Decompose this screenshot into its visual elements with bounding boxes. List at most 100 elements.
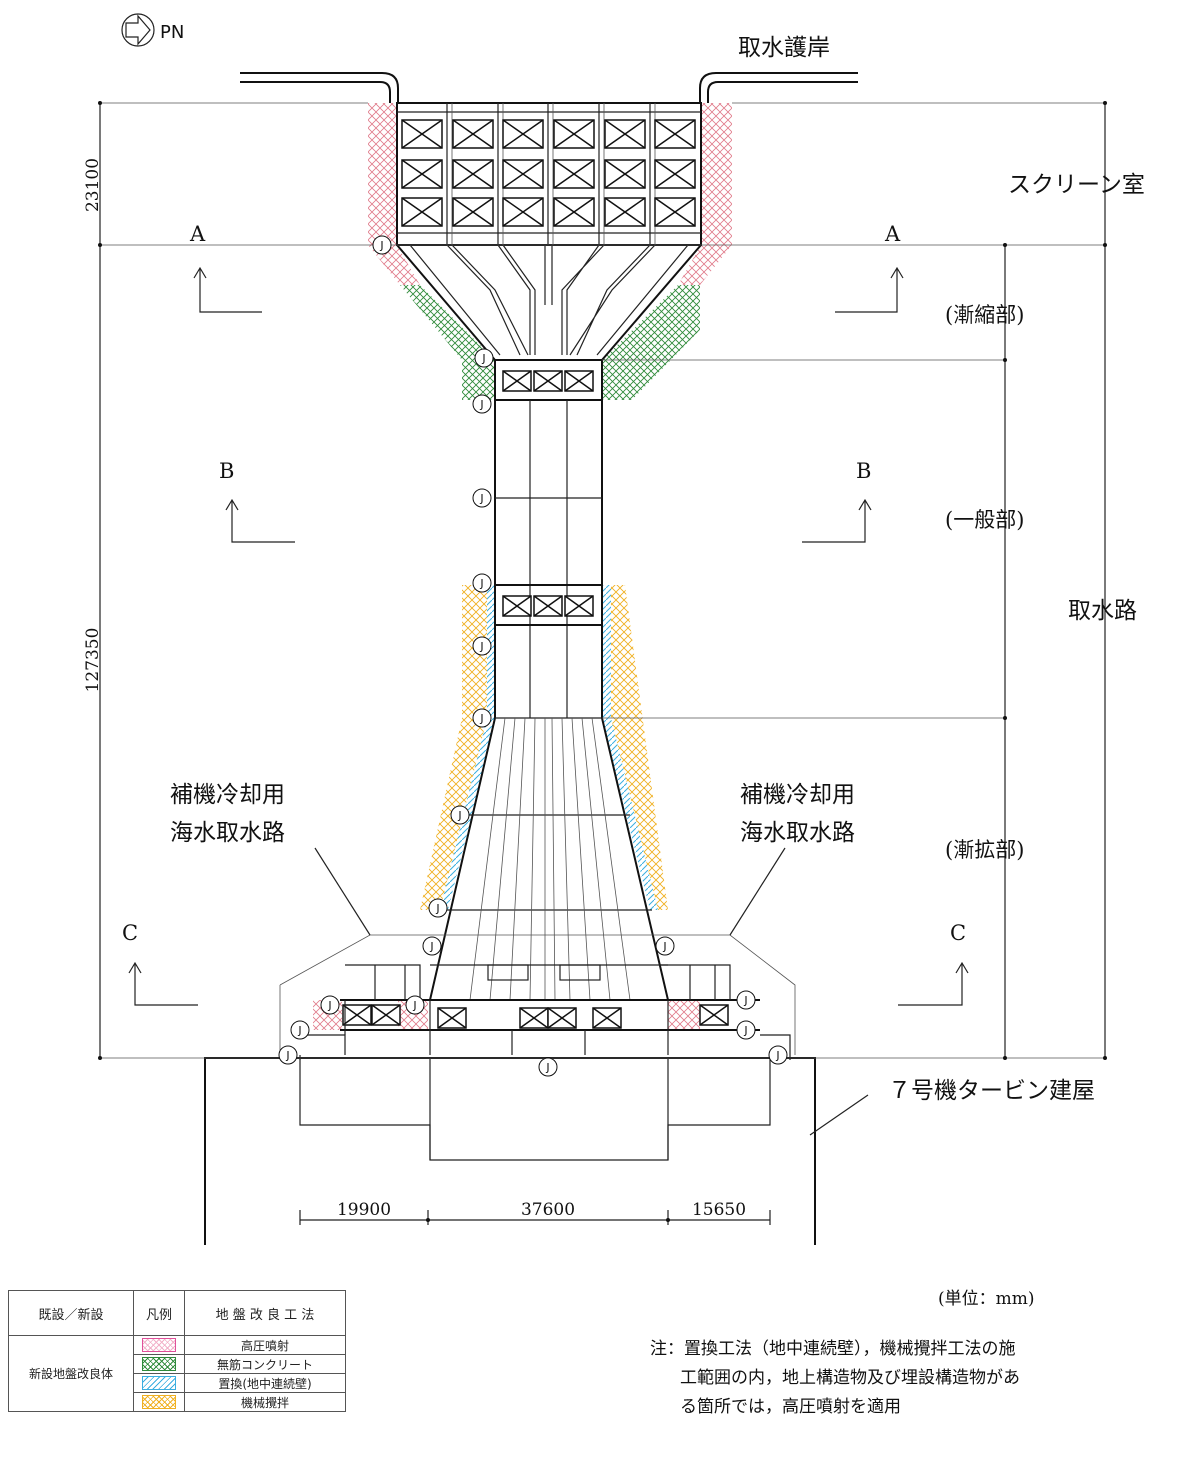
aux-right-line2: 海水取水路 <box>740 820 855 846</box>
aux-left-leader <box>314 847 371 936</box>
screen-cell <box>452 119 494 149</box>
legend-method: 置換(地中連続壁) <box>184 1373 346 1393</box>
legend-group: 新設地盤改良体 <box>8 1335 134 1412</box>
joint-marker: J <box>278 1045 298 1065</box>
screen-cell <box>502 159 544 189</box>
north-arrow-icon <box>121 13 155 47</box>
general-label: (一般部) <box>945 508 1024 532</box>
joint-marker: J <box>736 1020 756 1040</box>
section-b-left: B <box>219 459 295 543</box>
legend-swatch <box>133 1392 185 1412</box>
joint-marker: J <box>474 348 494 368</box>
screen-cell <box>401 197 443 227</box>
dim-screen-length: 23100 <box>83 158 103 212</box>
joint-marker: J <box>422 936 442 956</box>
joint-marker: J <box>768 1045 788 1065</box>
section-b-right: B <box>802 459 872 543</box>
screen-cell <box>654 159 696 189</box>
note-line1: 置換工法（地中連続壁），機械攪拌工法の施 <box>684 1339 1016 1359</box>
svg-text:J: J <box>479 492 483 505</box>
screen-cell <box>553 159 595 189</box>
section-c-right: C <box>898 921 969 1006</box>
legend-header-existing: 既設／新設 <box>8 1290 134 1336</box>
svg-text:C: C <box>122 921 138 945</box>
svg-text:A: A <box>884 222 901 246</box>
svg-text:J: J <box>775 1049 779 1062</box>
joint-marker: J <box>472 636 492 656</box>
svg-text:J: J <box>662 940 666 953</box>
joint-marker: J <box>655 936 675 956</box>
svg-text:J: J <box>743 994 747 1007</box>
note-prefix: 注： <box>650 1339 684 1359</box>
svg-text:J: J <box>479 640 483 653</box>
svg-text:J: J <box>481 352 485 365</box>
aux-left-line1: 補機冷却用 <box>170 782 285 808</box>
expanded-label: (漸拡部) <box>945 838 1024 862</box>
svg-text:J: J <box>412 999 416 1012</box>
svg-text:J: J <box>429 940 433 953</box>
ground-improvement-high-pressure <box>313 103 732 1030</box>
ground-improvement-diaphragm-wall <box>440 585 658 910</box>
pump-structure <box>279 934 796 1060</box>
screen-cell <box>553 119 595 149</box>
screen-cell <box>502 197 544 227</box>
svg-text:J: J <box>297 1024 301 1037</box>
unit-label: (単位：mm) <box>938 1289 1035 1309</box>
joint-marker: J <box>372 235 392 255</box>
svg-text:A: A <box>189 222 206 246</box>
screen-cell <box>654 119 696 149</box>
joint-marker: J <box>472 488 492 508</box>
dim-width-right: 15650 <box>692 1200 746 1220</box>
expanded-section <box>429 717 669 1001</box>
dim-channel-length: 127350 <box>83 628 103 693</box>
section-c-left: C <box>122 921 198 1006</box>
turbine-label: ７号機タービン建屋 <box>888 1078 1095 1104</box>
legend-swatch <box>133 1354 185 1374</box>
legend-header-symbol: 凡例 <box>133 1290 185 1336</box>
joint-marker: J <box>428 898 448 918</box>
svg-text:C: C <box>950 921 966 945</box>
svg-text:J: J <box>379 239 383 252</box>
aux-right-line1: 補機冷却用 <box>740 782 855 808</box>
dim-width-left: 19900 <box>337 1200 391 1220</box>
note-line3: る箇所では，高圧噴射を適用 <box>680 1397 901 1417</box>
joint-marker: J <box>320 995 340 1015</box>
legend-header-method: 地 盤 改 良 工 法 <box>184 1290 346 1336</box>
note-line2: 工範囲の内，地上構造物及び埋設構造物があ <box>680 1368 1020 1388</box>
legend-swatch <box>133 1335 185 1355</box>
screen-cell <box>604 119 646 149</box>
joint-marker: J <box>405 995 425 1015</box>
dimension-lines <box>98 101 1107 1225</box>
joint-marker: J <box>450 805 470 825</box>
tapered-label: (漸縮部) <box>945 303 1024 327</box>
aux-right-leader <box>729 847 786 936</box>
screen-cell <box>654 197 696 227</box>
revetment-label: 取水護岸 <box>738 35 830 61</box>
joint-marker: J <box>472 394 492 414</box>
screen-cell <box>604 159 646 189</box>
tapered-section <box>396 244 702 361</box>
svg-text:J: J <box>545 1061 549 1074</box>
intake-channel-label: 取水路 <box>1068 598 1137 624</box>
svg-text:B: B <box>219 459 234 483</box>
svg-text:B: B <box>856 459 871 483</box>
reference-lines <box>100 102 1105 1059</box>
screen-cell <box>604 197 646 227</box>
general-section <box>494 359 603 718</box>
screen-cell <box>452 197 494 227</box>
joint-marker: J <box>538 1057 558 1077</box>
joint-marker: J <box>290 1020 310 1040</box>
section-a-left: A <box>189 222 262 313</box>
svg-text:J: J <box>457 809 461 822</box>
joint-marker: J <box>472 708 492 728</box>
joint-marker: J <box>472 573 492 593</box>
legend-table: 既設／新設 凡例 地 盤 改 良 工 法 新設地盤改良体 高圧噴射 無筋コンクリ… <box>8 1290 346 1412</box>
screen-room-label: スクリーン室 <box>1008 172 1145 198</box>
svg-text:J: J <box>435 902 439 915</box>
svg-text:J: J <box>285 1049 289 1062</box>
svg-text:J: J <box>479 398 483 411</box>
screen-cell <box>401 159 443 189</box>
revetment-wall <box>240 72 858 103</box>
